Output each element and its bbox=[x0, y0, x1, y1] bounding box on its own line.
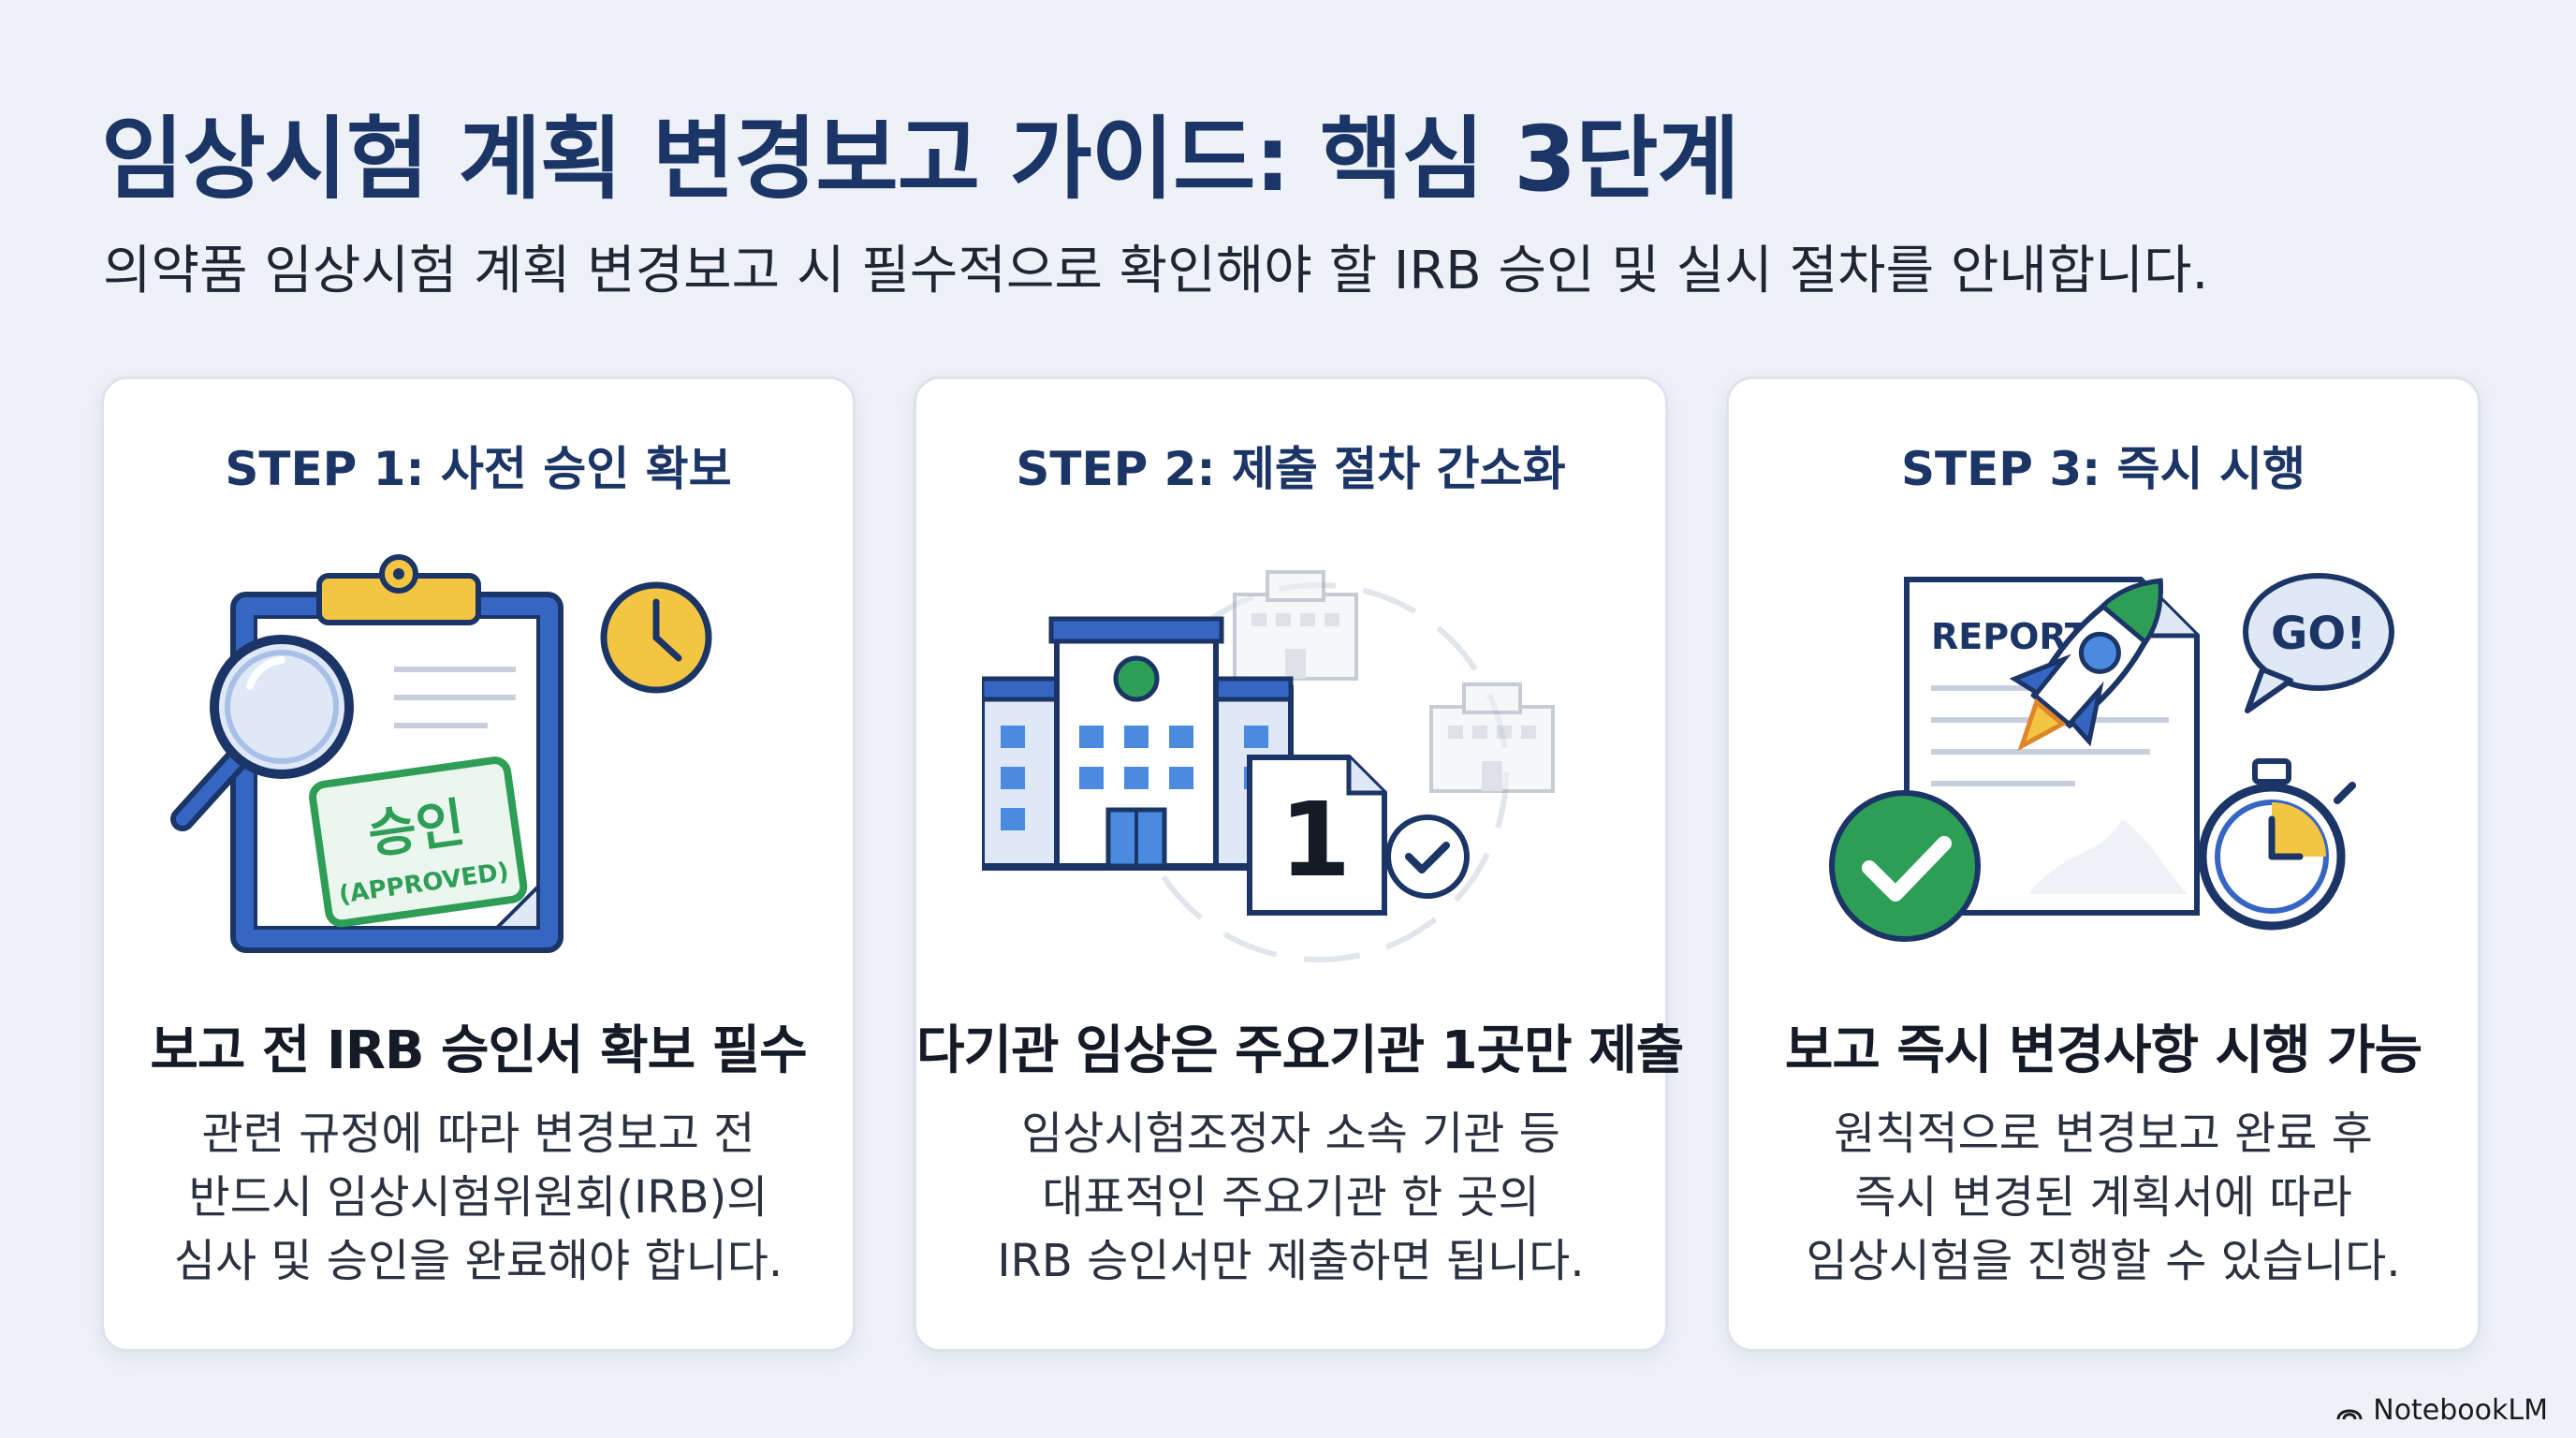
check-circle-icon bbox=[1385, 814, 1470, 899]
page-subtitle: 의약품 임상시험 계획 변경보고 시 필수적으로 확인해야 할 IRB 승인 및… bbox=[103, 241, 2209, 301]
body-line: IRB 승인서만 제출하면 됩니다. bbox=[997, 1235, 1585, 1287]
hospital-building-icon bbox=[982, 616, 1295, 871]
step-body: 임상시험조정자 소속 기관 등 대표적인 주요기관 한 곳의 IRB 승인서만 … bbox=[935, 1102, 1647, 1293]
body-line: 반드시 임상시험위원회(IRB)의 bbox=[188, 1171, 768, 1224]
bubble-text: GO! bbox=[2271, 608, 2366, 660]
clock-icon bbox=[600, 581, 712, 694]
step-heading: 다기관 임상은 주요기관 1곳만 제출 bbox=[916, 1020, 1684, 1081]
body-line: 임상시험을 진행할 수 있습니다. bbox=[1806, 1235, 2401, 1287]
document-icon: 1 bbox=[1247, 755, 1387, 916]
step-body: 관련 규정에 따라 변경보고 전 반드시 임상시험위원회(IRB)의 심사 및 … bbox=[123, 1102, 834, 1293]
step-label: STEP 3: 즉시 시행 bbox=[1901, 442, 2305, 496]
approved-stamp-icon: 승인 (APPROVED) bbox=[309, 756, 528, 928]
body-line: 관련 규정에 따라 변경보고 전 bbox=[201, 1108, 755, 1160]
notebooklm-brand: NotebookLM bbox=[2335, 1394, 2548, 1427]
stopwatch-icon bbox=[2198, 758, 2356, 931]
step-heading: 보고 즉시 변경사항 시행 가능 bbox=[1784, 1020, 2422, 1081]
secondary-building-icon bbox=[1233, 570, 1358, 681]
step-label: STEP 1: 사전 승인 확보 bbox=[225, 442, 732, 496]
step-label: STEP 2: 제출 절차 간소화 bbox=[1016, 442, 1566, 496]
body-line: 원칙적으로 변경보고 완료 후 bbox=[1834, 1108, 2373, 1160]
approval-illustration: 승인 (APPROVED) bbox=[170, 554, 712, 953]
body-line: 즉시 변경된 계획서에 따라 bbox=[1854, 1171, 2352, 1224]
notebooklm-logo-icon bbox=[2336, 1409, 2363, 1419]
step-card-2: STEP 2: 제출 절차 간소화 bbox=[914, 376, 1684, 1352]
magnifier-icon bbox=[170, 635, 354, 831]
secondary-building-icon bbox=[1429, 682, 1555, 793]
body-line: 임상시험조정자 소속 기관 등 bbox=[1021, 1108, 1560, 1160]
doc-number: 1 bbox=[1280, 780, 1352, 900]
speech-bubble-icon: GO! bbox=[2243, 573, 2394, 713]
step-card-3: STEP 3: 즉시 시행 REPORT GO! bbox=[1726, 376, 2481, 1352]
stamp-main-text: 승인 bbox=[364, 793, 468, 867]
check-circle-icon bbox=[1829, 790, 1981, 942]
step-body: 원칙적으로 변경보고 완료 후 즉시 변경된 계획서에 따라 임상시험을 진행할… bbox=[1748, 1102, 2459, 1293]
step-card-1: STEP 1: 사전 승인 확보 승인 (APPROVED) bbox=[101, 376, 856, 1352]
body-line: 대표적인 주요기관 한 곳의 bbox=[1042, 1171, 1540, 1224]
body-line: 심사 및 승인을 완료해야 합니다. bbox=[173, 1235, 783, 1287]
brand-text: NotebookLM bbox=[2373, 1394, 2548, 1427]
step-heading: 보고 전 IRB 승인서 확보 필수 bbox=[150, 1020, 807, 1081]
implementation-illustration: REPORT GO! bbox=[1829, 573, 2394, 942]
page-title: 임상시험 계획 변경보고 가이드: 핵심 3단계 bbox=[101, 107, 1740, 212]
submission-illustration: 1 bbox=[982, 570, 1555, 962]
rocket-icon bbox=[2009, 578, 2163, 752]
